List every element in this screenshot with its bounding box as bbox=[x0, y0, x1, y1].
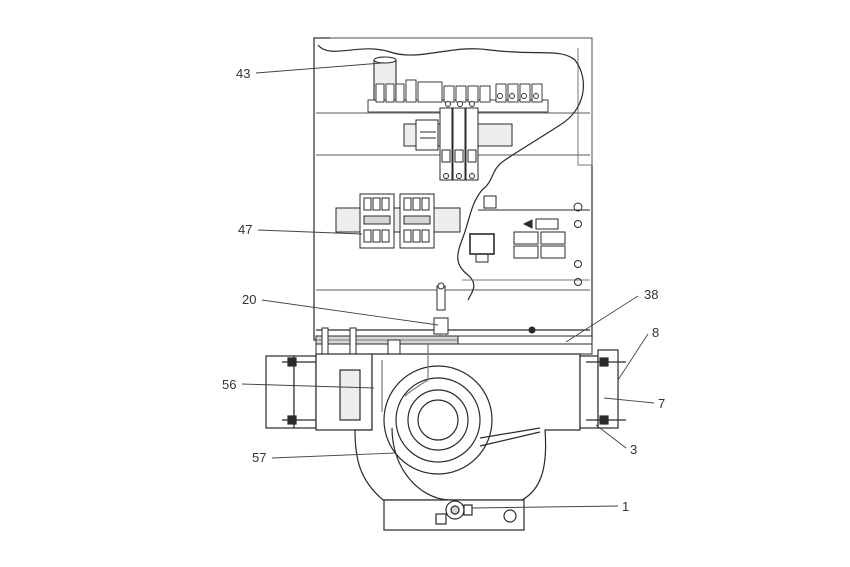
callout-8: 8 bbox=[652, 325, 659, 340]
leader-1 bbox=[471, 505, 619, 509]
leader-43 bbox=[255, 62, 383, 74]
control-box bbox=[313, 37, 593, 341]
control-panel bbox=[462, 195, 590, 286]
leader-lines bbox=[241, 62, 655, 509]
callout-20: 20 bbox=[242, 292, 256, 307]
callout-7: 7 bbox=[658, 396, 665, 411]
leader-47 bbox=[257, 229, 363, 235]
callout-43: 43 bbox=[236, 66, 250, 81]
drain-plug bbox=[435, 500, 473, 525]
circuit-breakers bbox=[415, 107, 479, 181]
leader-8 bbox=[617, 333, 649, 381]
leader-56 bbox=[241, 383, 375, 389]
din-rail-lower bbox=[335, 207, 461, 233]
leader-3 bbox=[595, 424, 627, 449]
leader-38 bbox=[565, 295, 639, 343]
leader-20 bbox=[261, 299, 439, 326]
leader-57 bbox=[271, 452, 397, 459]
pump-body bbox=[265, 349, 626, 531]
callout-labels: 43 47 20 56 57 38 8 7 3 1 bbox=[222, 66, 665, 514]
callout-57: 57 bbox=[252, 450, 266, 465]
contactor-left bbox=[359, 193, 395, 249]
callout-56: 56 bbox=[222, 377, 236, 392]
leader-7 bbox=[603, 397, 655, 404]
contactor-right bbox=[399, 193, 435, 249]
cutaway-outline bbox=[317, 44, 584, 301]
base-plate bbox=[315, 326, 593, 359]
callout-3: 3 bbox=[630, 442, 637, 457]
callout-38: 38 bbox=[644, 287, 658, 302]
callout-47: 47 bbox=[238, 222, 252, 237]
pump-volute bbox=[381, 344, 541, 501]
callout-1: 1 bbox=[622, 499, 629, 514]
